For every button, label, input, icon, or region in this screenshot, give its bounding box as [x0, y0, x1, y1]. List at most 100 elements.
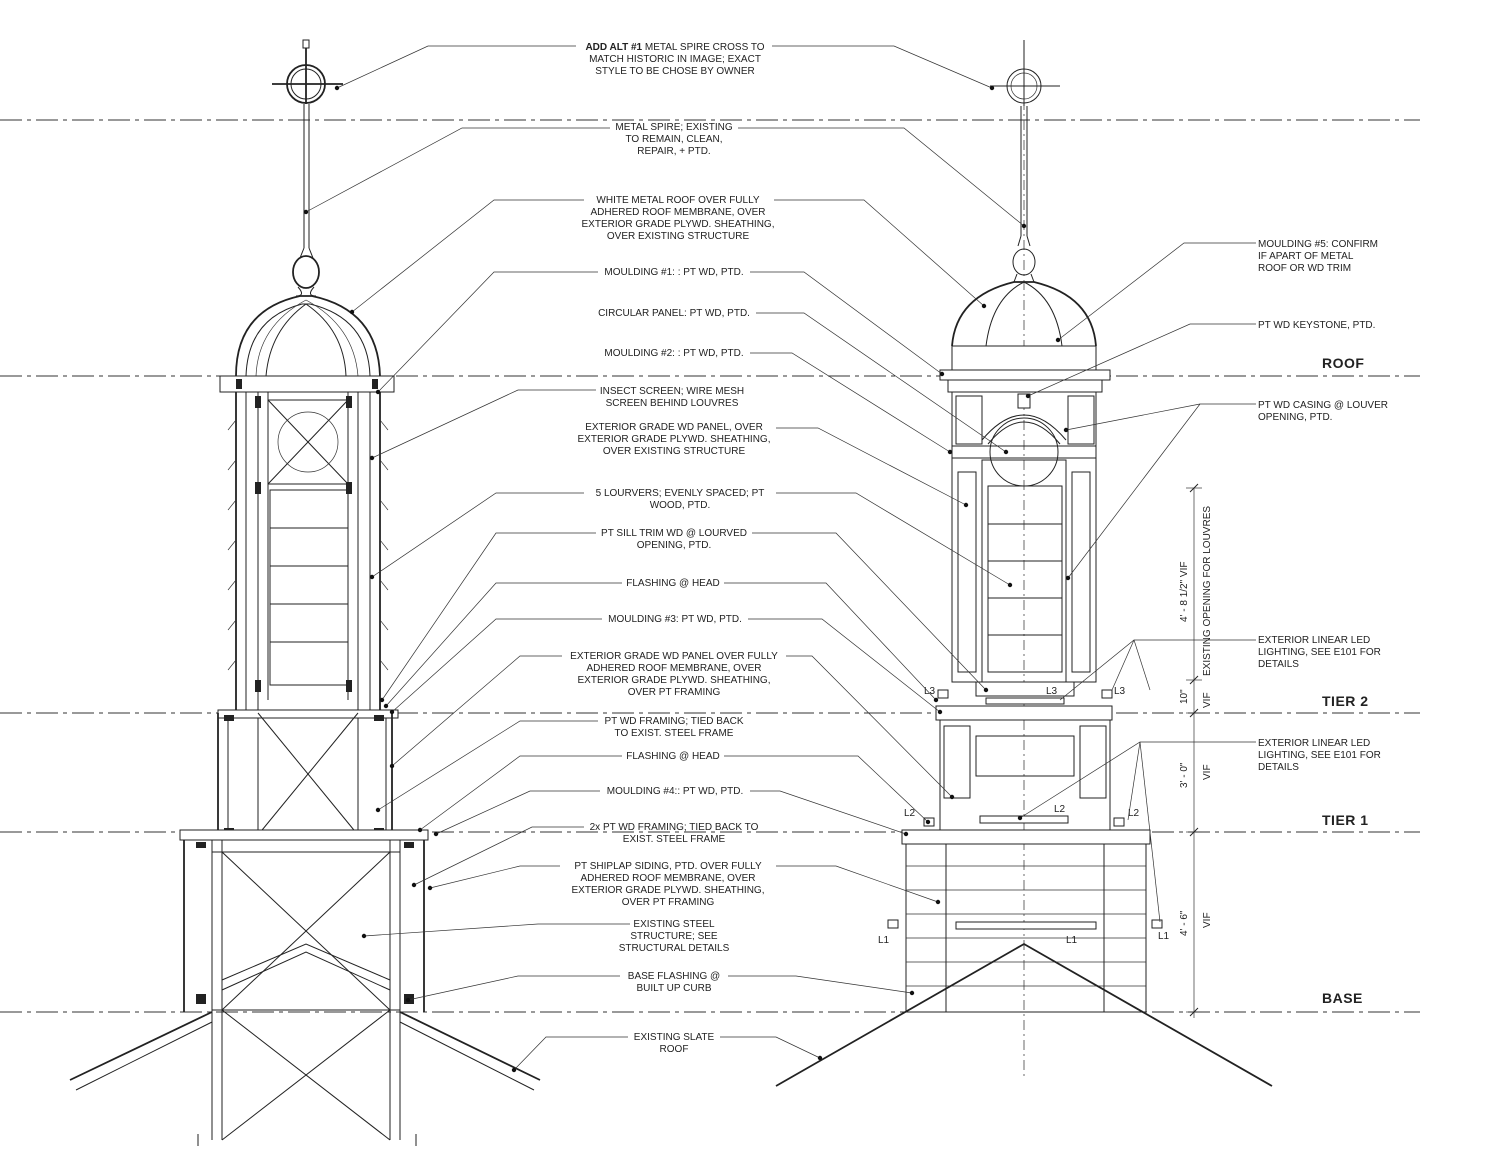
dimension-tier1-height: 3' - 0" [1179, 762, 1190, 788]
right-note-3: EXTERIOR LINEAR LED LIGHTING, SEE E101 F… [1258, 635, 1381, 670]
right-note-2-line: OPENING, PTD. [1258, 412, 1332, 423]
right-note-4-line: EXTERIOR LINEAR LED [1258, 738, 1370, 749]
light-tag: L3 [1114, 686, 1126, 697]
level-tier2-label: TIER 2 [1322, 693, 1369, 709]
right-note-3-line: DETAILS [1258, 659, 1299, 670]
note-10-line: FLASHING @ HEAD [626, 578, 720, 589]
note-8-line: WOOD, PTD. [650, 500, 711, 511]
note-18: EXISTING STEEL STRUCTURE; SEE STRUCTURAL… [619, 919, 730, 954]
right-note-1-line: PT WD KEYSTONE, PTD. [1258, 320, 1375, 331]
note-11-line: MOULDING #3: PT WD, PTD. [608, 614, 742, 625]
note-1-line: REPAIR, + PTD. [637, 146, 710, 157]
note-0-line: MATCH HISTORIC IN IMAGE; EXACT [589, 54, 761, 65]
note-0-line: STYLE TO BE CHOSE BY OWNER [595, 66, 755, 77]
note-20-line: EXISTING SLATE [634, 1032, 715, 1043]
note-12-line: ADHERED ROOF MEMBRANE, OVER [586, 663, 761, 674]
right-note-2: PT WD CASING @ LOUVER OPENING, PTD. [1258, 400, 1388, 423]
dimension-base-vif: VIF [1202, 912, 1213, 928]
right-note-0-line: IF APART OF METAL [1258, 251, 1354, 262]
note-19: BASE FLASHING @ BUILT UP CURB [628, 971, 720, 994]
note-0-bold: ADD ALT #1 [585, 42, 642, 53]
note-7-line: OVER EXISTING STRUCTURE [603, 446, 746, 457]
right-note-0: MOULDING #5: CONFIRM IF APART OF METAL R… [1258, 239, 1378, 274]
note-13: PT WD FRAMING; TIED BACK TO EXIST. STEEL… [604, 716, 743, 739]
right-note-4: EXTERIOR LINEAR LED LIGHTING, SEE E101 F… [1258, 738, 1381, 773]
note-17: PT SHIPLAP SIDING, PTD. OVER FULLY ADHER… [572, 861, 765, 908]
note-1-line: TO REMAIN, CLEAN, [625, 134, 722, 145]
note-1-line: METAL SPIRE; EXISTING [615, 122, 732, 133]
note-13-line: PT WD FRAMING; TIED BACK [604, 716, 743, 727]
louver-slats-left [227, 419, 389, 671]
note-9: PT SILL TRIM WD @ LOURVED OPENING, PTD. [601, 528, 747, 551]
note-16-line: 2x PT WD FRAMING; TIED BACK TO [590, 822, 759, 833]
right-note-0-line: MOULDING #5: CONFIRM [1258, 239, 1378, 250]
right-note-2-line: PT WD CASING @ LOUVER [1258, 400, 1388, 411]
spire-cross-right [990, 40, 1060, 106]
note-7-line: EXTERIOR GRADE WD PANEL, OVER [585, 422, 763, 433]
note-8: 5 LOURVERS; EVENLY SPACED; PT WOOD, PTD. [596, 488, 765, 511]
right-note-3-line: LIGHTING, SEE E101 FOR [1258, 647, 1381, 658]
dimension-louver-height: 4' - 8 1/2" VIF [1179, 562, 1190, 622]
note-17-line: EXTERIOR GRADE PLYWD. SHEATHING, [572, 885, 765, 896]
note-2-line: OVER EXISTING STRUCTURE [607, 231, 750, 242]
note-9-line: OPENING, PTD. [637, 540, 711, 551]
light-tag: L2 [904, 808, 916, 819]
right-note-4-line: DETAILS [1258, 762, 1299, 773]
note-13-line: TO EXIST. STEEL FRAME [615, 728, 734, 739]
right-note-3-line: EXTERIOR LINEAR LED [1258, 635, 1370, 646]
note-6-line: INSECT SCREEN; WIRE MESH [600, 386, 744, 397]
note-9-line: PT SILL TRIM WD @ LOURVED [601, 528, 747, 539]
level-roof-label: ROOF [1322, 355, 1364, 371]
note-16: 2x PT WD FRAMING; TIED BACK TO EXIST. ST… [590, 822, 759, 845]
spire-cross-left [272, 39, 343, 104]
note-12-line: EXTERIOR GRADE PLYWD. SHEATHING, [578, 675, 771, 686]
leader-lines [303, 45, 1256, 1073]
dimension-tier1-vif: VIF [1202, 764, 1213, 780]
note-6-line: SCREEN BEHIND LOUVRES [606, 398, 739, 409]
note-7: EXTERIOR GRADE WD PANEL, OVER EXTERIOR G… [578, 422, 771, 457]
note-18-line: STRUCTURAL DETAILS [619, 943, 730, 954]
note-15-line: MOULDING #4:: PT WD, PTD. [607, 786, 744, 797]
note-0-line: METAL SPIRE CROSS TO [642, 42, 765, 53]
level-tier1-label: TIER 1 [1322, 812, 1369, 828]
note-2: WHITE METAL ROOF OVER FULLY ADHERED ROOF… [582, 195, 775, 242]
light-tag: L1 [878, 935, 890, 946]
section-view [69, 39, 541, 1146]
light-tag: L3 [1046, 686, 1058, 697]
light-tag: L3 [924, 686, 936, 697]
note-18-line: EXISTING STEEL [633, 919, 715, 930]
note-17-line: ADHERED ROOF MEMBRANE, OVER [580, 873, 755, 884]
light-tag: L2 [1054, 804, 1066, 815]
note-7-line: EXTERIOR GRADE PLYWD. SHEATHING, [578, 434, 771, 445]
note-19-line: BASE FLASHING @ [628, 971, 720, 982]
note-5-line: MOULDING #2: : PT WD, PTD. [604, 348, 743, 359]
note-8-line: 5 LOURVERS; EVENLY SPACED; PT [596, 488, 765, 499]
note-2-line: EXTERIOR GRADE PLYWD. SHEATHING, [582, 219, 775, 230]
note-20: EXISTING SLATE ROOF [634, 1032, 715, 1055]
dimension-base-height: 4' - 6" [1179, 910, 1190, 936]
note-2-line: ADHERED ROOF MEMBRANE, OVER [590, 207, 765, 218]
note-19-line: BUILT UP CURB [636, 983, 711, 994]
note-17-line: OVER PT FRAMING [622, 897, 715, 908]
note-12: EXTERIOR GRADE WD PANEL OVER FULLY ADHER… [570, 651, 778, 698]
note-17-line: PT SHIPLAP SIDING, PTD. OVER FULLY [574, 861, 762, 872]
note-16-line: EXIST. STEEL FRAME [623, 834, 726, 845]
right-note-0-line: ROOF OR WD TRIM [1258, 263, 1351, 274]
note-0: ADD ALT #1 METAL SPIRE CROSS TO MATCH HI… [585, 42, 764, 77]
note-20-line: ROOF [660, 1044, 689, 1055]
level-base-label: BASE [1322, 990, 1363, 1006]
note-14-line: FLASHING @ HEAD [626, 751, 720, 762]
note-2-line: WHITE METAL ROOF OVER FULLY [596, 195, 759, 206]
note-12-line: OVER PT FRAMING [628, 687, 721, 698]
dimension-tier2-gap: 10" [1179, 689, 1190, 704]
note-4-line: CIRCULAR PANEL: PT WD, PTD. [598, 308, 750, 319]
light-tag: L2 [1128, 808, 1140, 819]
note-1: METAL SPIRE; EXISTING TO REMAIN, CLEAN, … [615, 122, 732, 157]
note-3-line: MOULDING #1: : PT WD, PTD. [604, 267, 743, 278]
elevation-view [775, 40, 1273, 1087]
svg-text:ADD ALT #1 METAL SPIRE CROSS T: ADD ALT #1 METAL SPIRE CROSS TO [585, 42, 764, 53]
note-18-line: STRUCTURE; SEE [630, 931, 718, 942]
light-tag: L1 [1066, 935, 1078, 946]
note-12-line: EXTERIOR GRADE WD PANEL OVER FULLY [570, 651, 778, 662]
